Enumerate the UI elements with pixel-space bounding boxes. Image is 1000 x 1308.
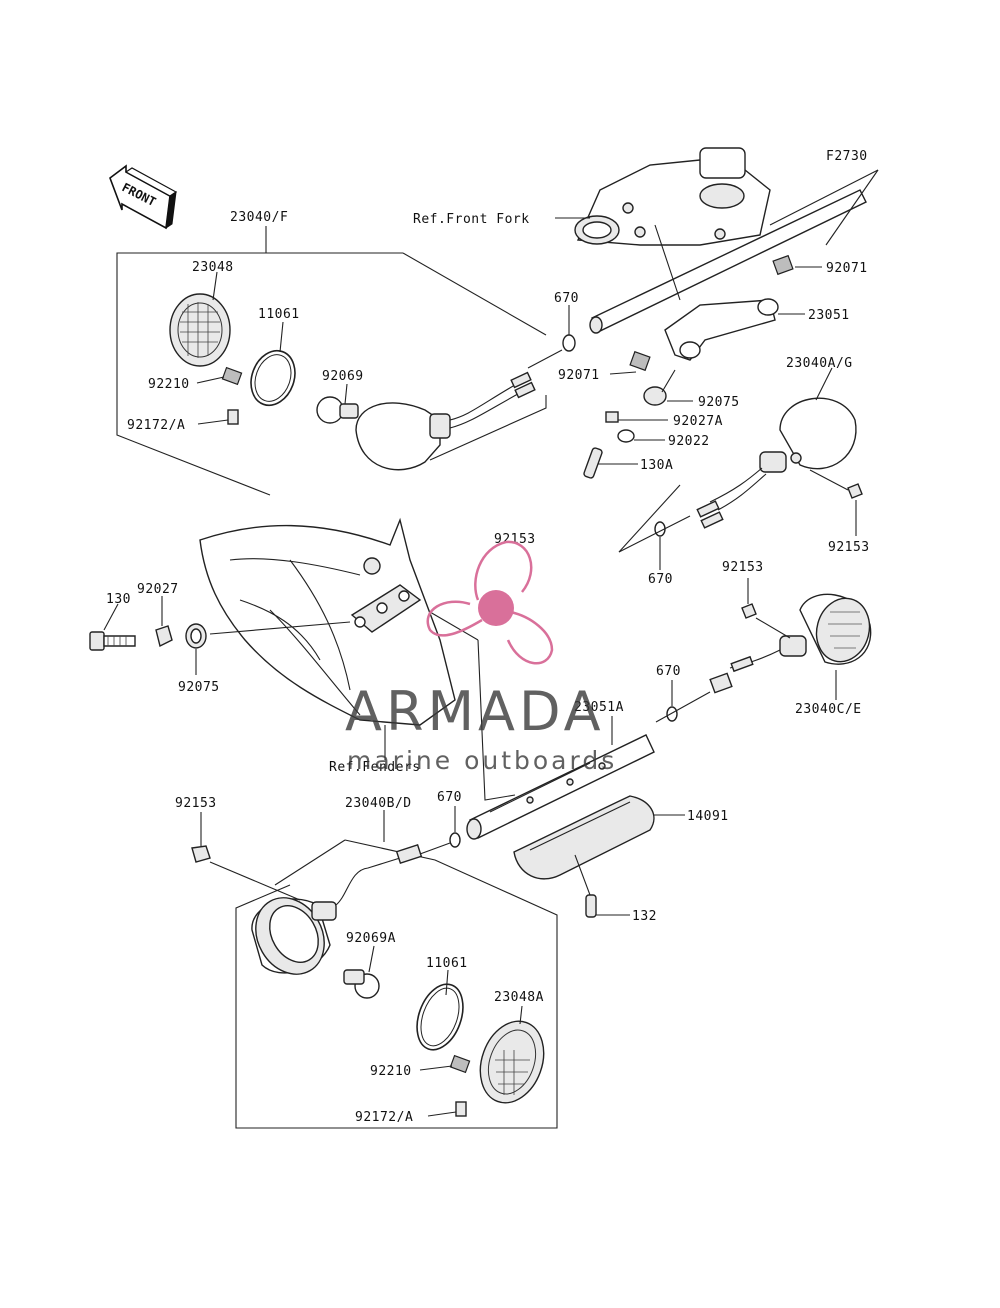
label-92027: 92027 <box>137 582 179 597</box>
label-92069: 92069 <box>322 369 364 384</box>
part-labels: 23040/F 23048 11061 92210 92172/A 92069 … <box>106 210 870 1125</box>
assembly-23040ag <box>618 367 863 570</box>
label-92172a-top: 92172/A <box>127 418 185 433</box>
fender-bolt-group <box>89 596 207 675</box>
label-130a: 130A <box>640 458 673 473</box>
label-92153-bottom: 92153 <box>175 796 217 811</box>
label-92071-right: 92071 <box>826 261 868 276</box>
label-670-top: 670 <box>554 291 579 306</box>
front-fender: Ref.Fenders <box>199 517 456 775</box>
label-14091: 14091 <box>687 809 729 824</box>
label-670-right: 670 <box>648 572 673 587</box>
label-23048a: 23048A <box>494 990 544 1005</box>
diagram-code: F2730 <box>826 149 868 164</box>
label-130: 130 <box>106 592 131 607</box>
label-23040ce: 23040C/E <box>795 702 862 717</box>
stay-23051a <box>429 611 655 840</box>
cover-14091 <box>513 795 685 918</box>
label-11061-bottom: 11061 <box>426 956 468 971</box>
label-92075-mid: 92075 <box>698 395 740 410</box>
front-fork-bracket: Ref.Front Fork <box>413 147 879 479</box>
label-23040bd: 23040B/D <box>345 796 412 811</box>
label-92075-left: 92075 <box>178 680 220 695</box>
label-92027a: 92027A <box>673 414 723 429</box>
label-92210-bottom: 92210 <box>370 1064 412 1079</box>
front-arrow-icon: FRONT <box>109 164 178 230</box>
watermark-tagline: marine outboards <box>347 746 617 775</box>
propeller-logo-icon <box>426 540 554 665</box>
label-23040f: 23040/F <box>230 210 288 225</box>
watermark-brand: ARMADA <box>345 680 605 743</box>
label-23048: 23048 <box>192 260 234 275</box>
label-670-mid: 670 <box>656 664 681 679</box>
label-132: 132 <box>632 909 657 924</box>
label-92210-top: 92210 <box>148 377 190 392</box>
label-23051: 23051 <box>808 308 850 323</box>
label-92153-right2: 92153 <box>722 560 764 575</box>
ref-front-fork-label: Ref.Front Fork <box>413 212 530 227</box>
label-670-bottom: 670 <box>437 790 462 805</box>
label-92172a-bottom: 92172/A <box>355 1110 413 1125</box>
label-92153-right: 92153 <box>828 540 870 555</box>
watermark: ARMADA marine outboards <box>345 540 617 775</box>
assembly-23040ce <box>655 578 872 723</box>
label-92022: 92022 <box>668 434 710 449</box>
label-11061-top: 11061 <box>258 307 300 322</box>
label-23040ag: 23040A/G <box>786 356 853 371</box>
assembly-23040f <box>116 226 547 496</box>
ref-fenders-label: Ref.Fenders <box>329 760 421 775</box>
label-92071-left: 92071 <box>558 368 600 383</box>
assembly-23040bd <box>191 806 558 1129</box>
label-92069a: 92069A <box>346 931 396 946</box>
label-23051a: 23051A <box>574 700 624 715</box>
